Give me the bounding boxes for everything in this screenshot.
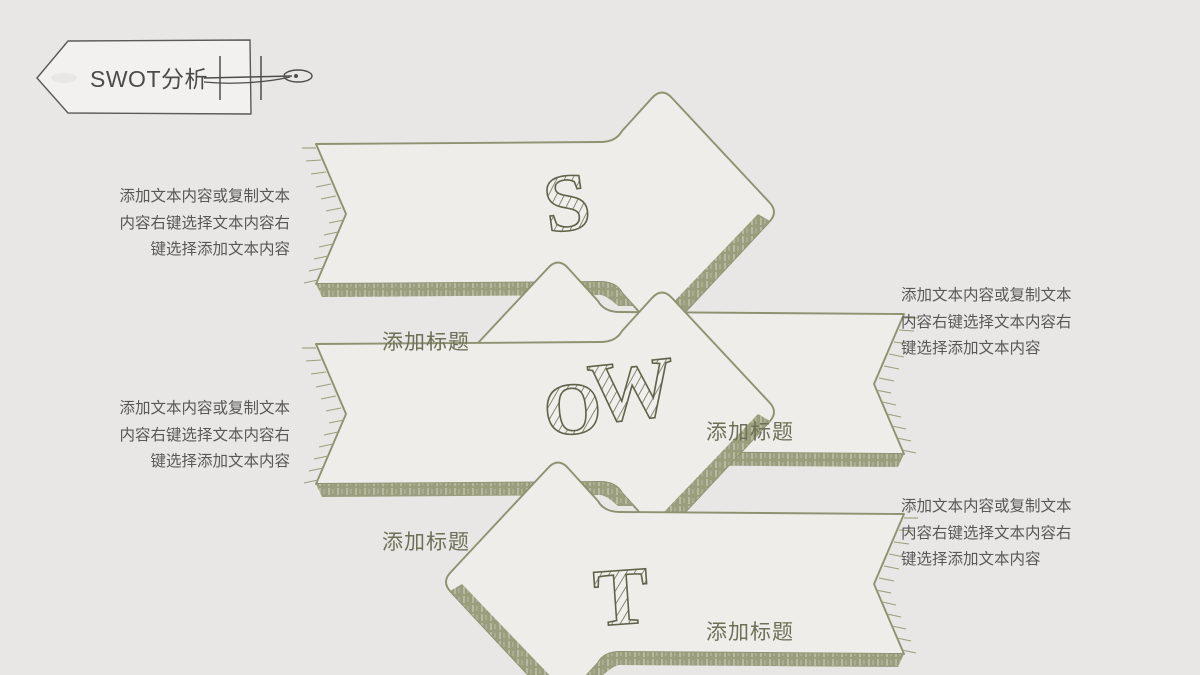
body-text-o: 添加文本内容或复制文本 内容右键选择文本内容右 键选择添加文本内容 — [78, 396, 290, 476]
arrow-t-bottom-band — [586, 652, 904, 675]
arrow-t-heading: 添加标题 — [706, 621, 794, 644]
body-text-w-line-2: 内容右键选择文本内容右 — [901, 313, 1072, 331]
body-text-t-line-1: 添加文本内容或复制文本 — [901, 498, 1072, 515]
arrow-t — [445, 461, 918, 675]
arrow-s-fringe — [302, 147, 345, 284]
arrow-o-heading: 添加标题 — [382, 531, 470, 554]
arrow-s-heading: 添加标题 — [382, 331, 470, 354]
arrow-t-slope-band — [450, 584, 550, 675]
svg-text:T: T — [591, 549, 652, 644]
svg-text:W: W — [584, 337, 680, 441]
body-text-s-line-1: 添加文本内容或复制文本 — [119, 188, 290, 205]
arrow-w-fringe — [875, 317, 918, 454]
body-text-t: 添加文本内容或复制文本 内容右键选择文本内容右 键选择添加文本内容 — [901, 494, 1113, 574]
body-text-o-line-2: 内容右键选择文本内容右 — [119, 426, 290, 444]
swot-diagram: S W O T 添加标题 添加标题 添加标题 添加标题 — [300, 91, 918, 675]
arrow-w-heading: 添加标题 — [706, 421, 794, 444]
body-text-w-line-1: 添加文本内容或复制文本 — [901, 287, 1072, 304]
letter-t-glyph: T — [590, 549, 653, 645]
tag-outline — [36, 39, 252, 115]
body-text-o-line-3: 键选择添加文本内容 — [150, 453, 290, 471]
svg-text:O: O — [540, 366, 604, 453]
letter-o-glyph: O — [540, 365, 606, 453]
needle-and-thread-icon — [203, 56, 313, 100]
body-text-t-line-3: 键选择添加文本内容 — [901, 551, 1041, 569]
body-text-s: 添加文本内容或复制文本 内容右键选择文本内容右 键选择添加文本内容 — [78, 184, 290, 264]
swot-arrows: S W O T — [302, 91, 918, 675]
arrow-t-fringe — [875, 517, 918, 654]
letter-w-glyph: W — [583, 337, 680, 443]
body-text-s-line-2: 内容右键选择文本内容右 — [119, 214, 290, 232]
page-title: SWOT分析 — [90, 66, 208, 92]
tag-hole-icon — [51, 73, 77, 83]
title-tag-shape — [36, 39, 313, 115]
body-text-o-line-1: 添加文本内容或复制文本 — [119, 400, 290, 417]
body-text-w: 添加文本内容或复制文本 内容右键选择文本内容右 键选择添加文本内容 — [901, 283, 1113, 363]
body-text-s-line-3: 键选择添加文本内容 — [150, 241, 290, 259]
arrow-s-slope-band — [640, 214, 770, 332]
title-tag: SWOT分析 — [34, 38, 313, 116]
arrow-o-slope-band — [640, 414, 770, 532]
body-text-w-line-3: 键选择添加文本内容 — [901, 340, 1041, 358]
arrow-o-fringe — [302, 347, 345, 484]
body-text-t-line-2: 内容右键选择文本内容右 — [901, 524, 1072, 542]
